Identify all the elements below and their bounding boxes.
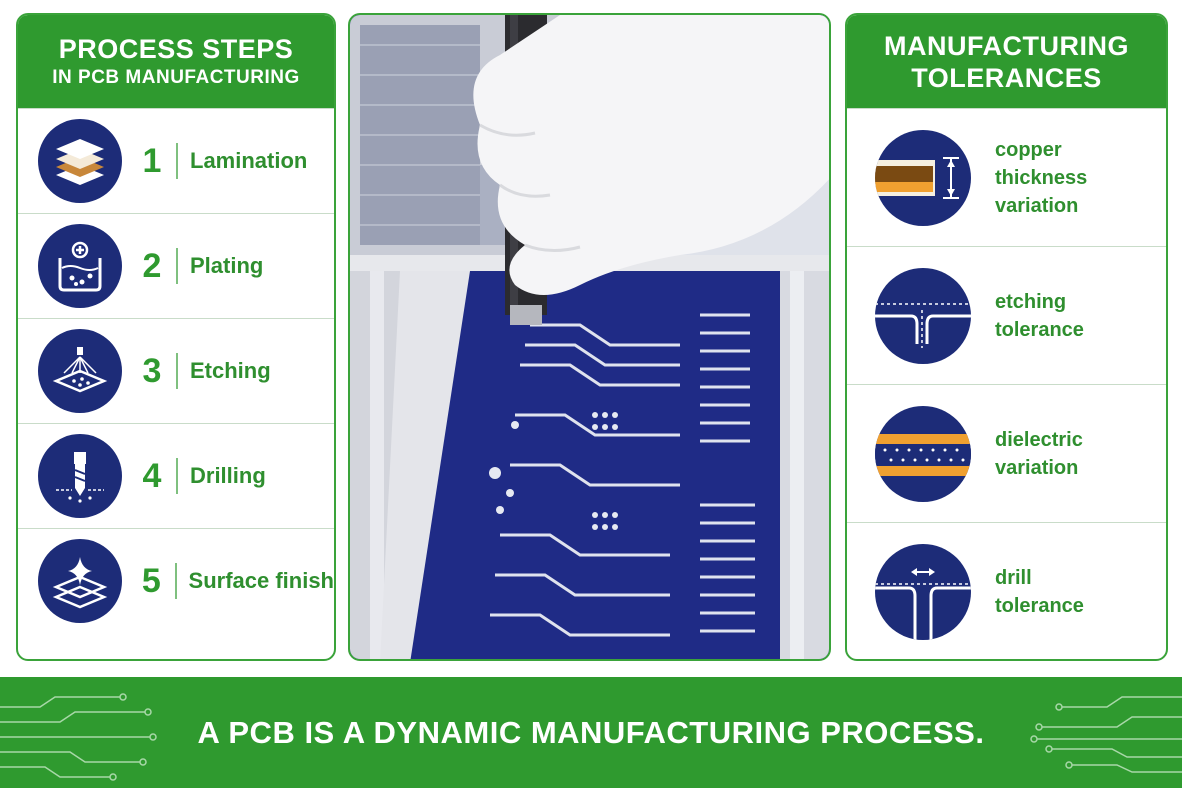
dielectric-layer-icon [875, 405, 971, 502]
pcb-board-illustration [350, 15, 829, 659]
tolerance-label-line1: dielectric [995, 428, 1083, 451]
banner-text: A PCB IS A DYNAMIC MANUFACTURING PROCESS… [197, 714, 985, 750]
tolerance-label: copper thickness variation [995, 136, 1155, 220]
layers-icon [38, 119, 122, 203]
step-divider [176, 458, 178, 494]
step-row-plating: 2 Plating [18, 213, 334, 318]
drill-bit-icon [38, 434, 122, 518]
bottom-banner: A PCB IS A DYNAMIC MANUFACTURING PROCESS… [0, 677, 1182, 788]
step-number: 5 [141, 561, 161, 600]
tolerances-title: MANUFACTURING [884, 30, 1129, 61]
step-row-drilling: 4 Drilling [18, 423, 334, 528]
circuit-lines-right-decoration [1030, 696, 1182, 773]
pcb-photo [348, 13, 831, 661]
step-row-lamination: 1 Lamination [18, 108, 334, 213]
tolerance-row-copper-thickness: copper thickness variation [847, 108, 1166, 246]
tolerance-row-dielectric: dielectric variation [847, 384, 1166, 522]
tolerances-subtitle: TOLERANCES [911, 62, 1102, 93]
plating-bath-icon [38, 224, 122, 308]
circuit-lines-left-decoration [0, 693, 157, 781]
process-steps-title: PROCESS STEPS [58, 33, 294, 64]
sparkle-layers-icon [38, 539, 122, 623]
step-divider [176, 248, 178, 284]
tolerance-row-drill: drill tolerance [847, 522, 1166, 659]
step-divider [176, 353, 178, 389]
tolerance-label-line2: tolerance [995, 318, 1084, 341]
copper-thickness-icon [875, 129, 971, 226]
tolerance-label: etching tolerance [995, 288, 1155, 344]
tolerance-label-line2: tolerance [995, 594, 1084, 617]
tolerance-label-line1: drill [995, 566, 1032, 589]
tolerance-label-line2: variation [995, 194, 1079, 217]
process-steps-subtitle: IN PCB MANUFACTURING [52, 66, 300, 88]
tolerance-label-line2: variation [995, 456, 1079, 479]
tolerance-row-etching: etching tolerance [847, 246, 1166, 384]
tolerance-label-line1: etching [995, 290, 1067, 313]
step-number: 4 [142, 456, 162, 495]
tolerance-label-line1: copper thickness [995, 138, 1088, 189]
step-divider [176, 143, 178, 179]
step-label: Drilling [190, 463, 266, 488]
process-steps-panel: PROCESS STEPS IN PCB MANUFACTURING 1 Lam… [16, 13, 336, 661]
step-label: Plating [190, 253, 264, 278]
drill-tolerance-icon [875, 543, 971, 640]
tolerances-header: MANUFACTURING TOLERANCES [847, 15, 1166, 108]
step-row-surface-finish: 5 Surface finish [18, 528, 334, 633]
tolerance-label: drill tolerance [995, 564, 1155, 620]
step-label: Etching [190, 358, 271, 383]
tolerance-label: dielectric variation [995, 426, 1155, 482]
step-label: Surface finish [188, 568, 334, 593]
step-number: 3 [142, 351, 162, 390]
step-divider [174, 563, 177, 599]
process-steps-header: PROCESS STEPS IN PCB MANUFACTURING [18, 15, 334, 108]
step-row-etching: 3 Etching [18, 318, 334, 423]
etching-tolerance-icon [875, 267, 971, 364]
etching-spray-icon [38, 329, 122, 413]
step-label: Lamination [190, 148, 308, 173]
step-number: 1 [142, 141, 162, 180]
tolerances-panel: MANUFACTURING TOLERANCES copper thicknes… [845, 13, 1168, 661]
step-number: 2 [142, 246, 162, 285]
